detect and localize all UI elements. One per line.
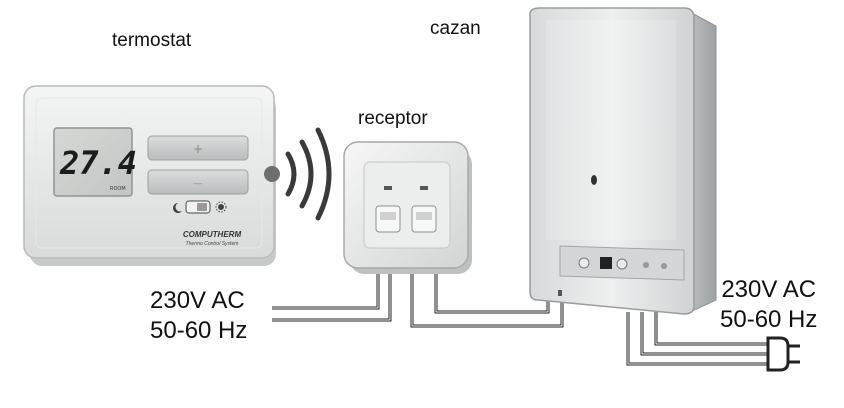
right-frequency: 50-60 Hz [720,306,818,333]
left-frequency: 50-60 Hz [150,317,248,344]
display-value: 27.4 [59,144,137,182]
boiler-knob-2[interactable] [616,258,628,270]
boiler-knob-1[interactable] [578,257,590,269]
plus-symbol: + [193,142,203,156]
left-voltage: 230V AC [150,287,245,314]
lcd-display [53,127,133,197]
wireless-signal-icon [264,127,332,221]
boiler-label: cazan [430,18,481,39]
receiver-label: receptor [358,108,428,129]
right-power-label: 230V AC 50-60 Hz [720,275,817,335]
minus-button[interactable] [147,169,249,195]
receiver-led-1 [384,186,392,190]
sun-icon [215,201,227,213]
boiler-device [529,7,717,315]
moon-icon [172,203,182,214]
brand-subtitle: Thermo Control System [186,241,239,247]
boiler-indicator [591,175,597,185]
left-power-label: 230V AC 50-60 Hz [150,286,247,346]
boiler-display [600,257,612,269]
minus-symbol: — [194,179,203,189]
mains-wire-1 [272,272,380,310]
brand-name: COMPUTHERM [183,230,242,239]
thermostat-label: termostat [112,30,192,51]
mains-wire-2 [272,272,392,322]
receiver-device [343,141,472,274]
thermostat-device: 27.4 ROOM + — COMPUTHERM Thermo Control … [23,85,276,266]
receiver-led-2 [420,186,428,190]
display-mode: ROOM [110,186,126,192]
right-voltage: 230V AC [721,276,817,303]
plus-button[interactable] [147,135,249,161]
wire-highlights [272,272,768,365]
power-plug-icon [766,336,800,372]
